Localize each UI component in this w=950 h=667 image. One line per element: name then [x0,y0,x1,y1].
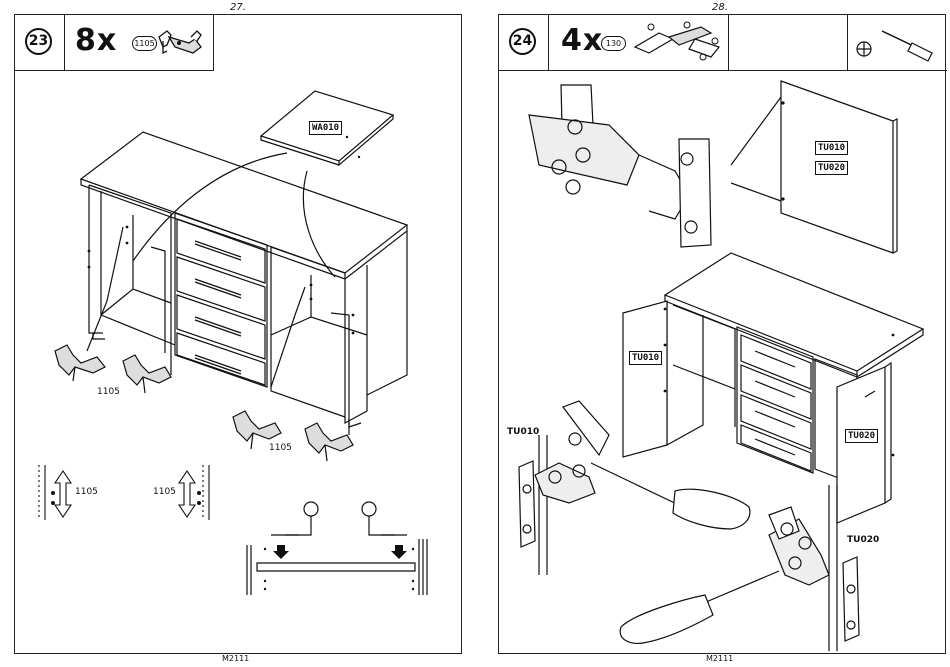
page-number-left: 27. [230,2,246,13]
callout-1105-b: 1105 [269,443,292,453]
phillips-icon [0,0,1,1]
instruction-page-right: 24 4x 130 [498,14,946,654]
callout-tu010: TU010 [507,427,539,437]
page-number-right: 28. [712,2,728,13]
door-label-tu010: TU010 [815,141,848,155]
callout-1105-c: 1105 [75,487,98,497]
callout-1105-a: 1105 [97,387,120,397]
cabinet-label-tu010: TU010 [629,351,662,365]
footer-code-left: M2111 [222,654,249,663]
door-label-tu020: TU020 [815,161,848,175]
instruction-page-left: 23 8x 1105 [14,14,462,654]
callout-tu020: TU020 [847,535,879,545]
callout-1105-d: 1105 [153,487,176,497]
cabinet-label-tu020: TU020 [845,429,878,443]
footer-code-right: M2111 [706,654,733,663]
assembly-drawing [15,15,463,655]
hinge-assembly-drawing [499,15,947,655]
shelf-label: WA010 [309,121,342,135]
